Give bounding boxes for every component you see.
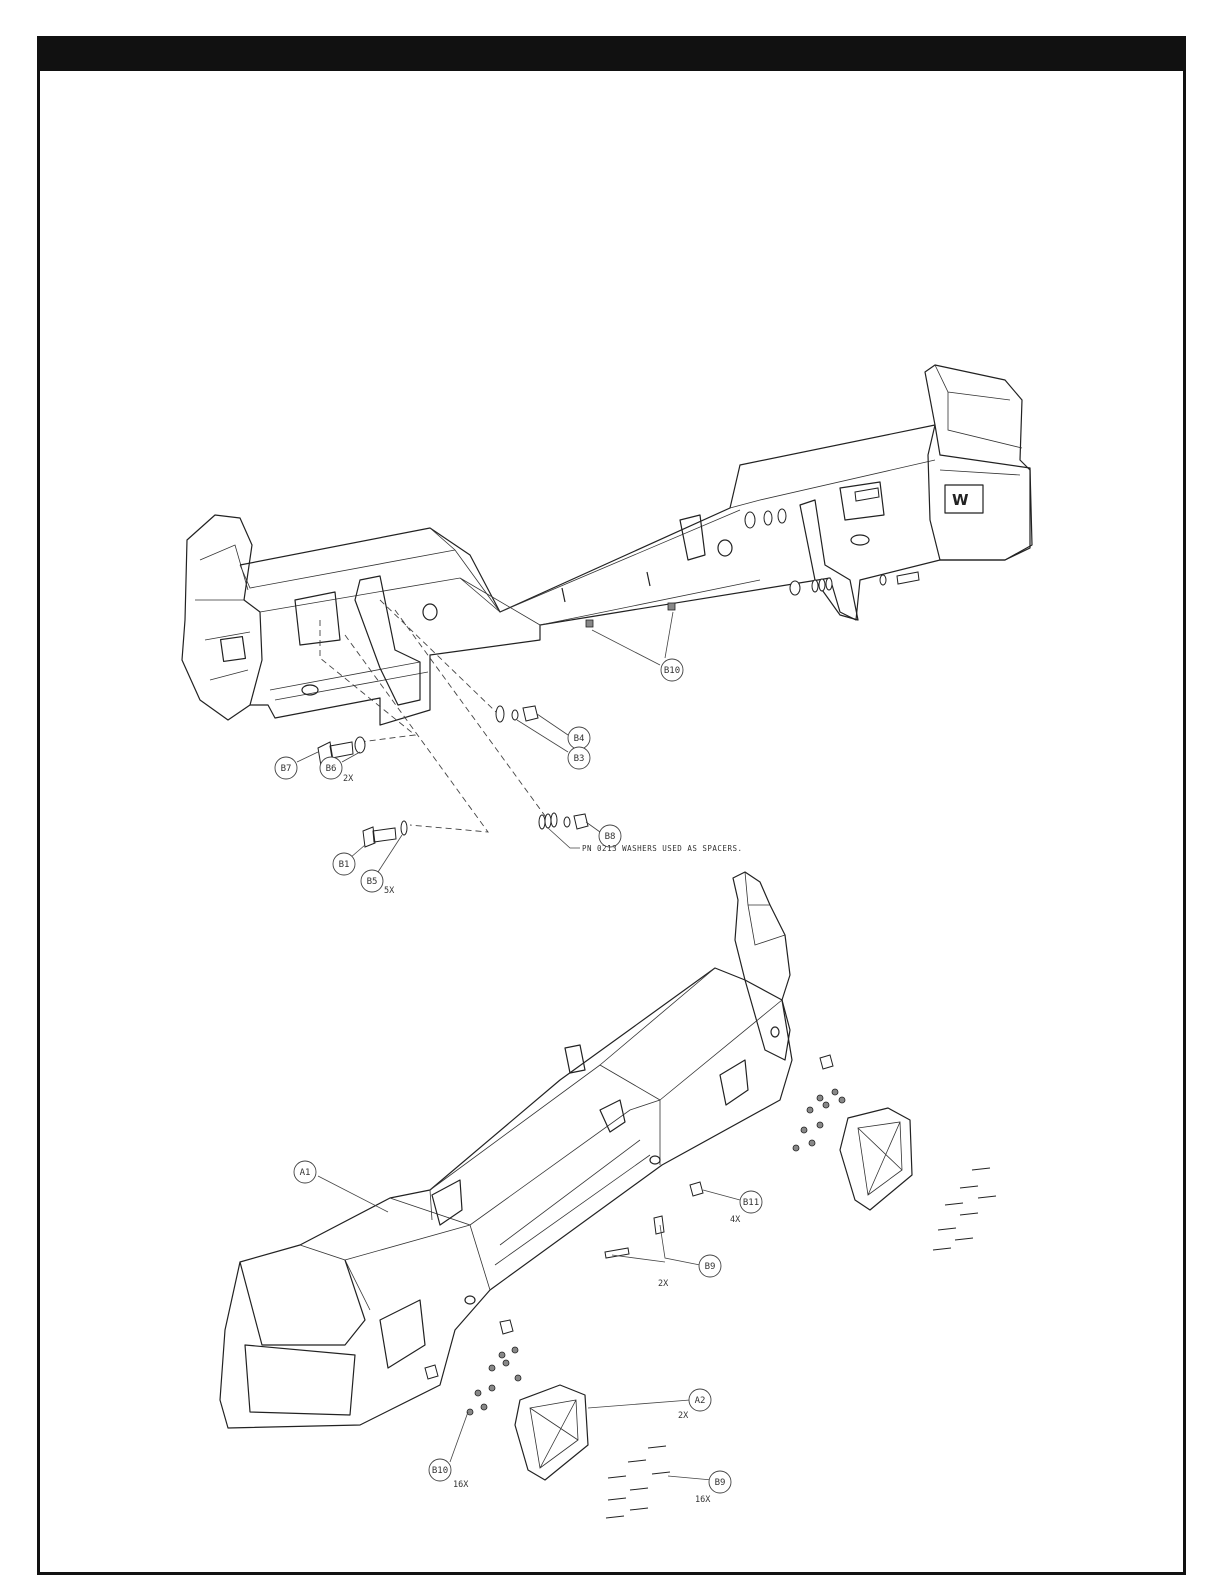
bottom-bumper-assembly: A1 B11 4X B9 2X A2 2X B10 16X B9 16X bbox=[220, 872, 996, 1518]
nut-b4 bbox=[523, 706, 538, 721]
top-bumper-assembly: W bbox=[182, 365, 1032, 896]
top-right-end-wing bbox=[925, 365, 1030, 560]
svg-text:2X: 2X bbox=[678, 1411, 689, 1421]
svg-text:B11: B11 bbox=[743, 1198, 759, 1208]
svg-text:B6: B6 bbox=[326, 764, 337, 774]
callout-b7: B7 bbox=[275, 757, 297, 779]
top-left-end-wing bbox=[182, 515, 262, 720]
svg-text:B4: B4 bbox=[574, 734, 585, 744]
svg-text:B9: B9 bbox=[705, 1262, 716, 1272]
callout-a1: A1 bbox=[294, 1161, 316, 1183]
bottom-left-winch-pocket bbox=[245, 1345, 355, 1415]
svg-text:16X: 16X bbox=[453, 1480, 469, 1490]
callout-b3: B3 bbox=[568, 747, 590, 769]
top-left-mount-bracket bbox=[355, 576, 420, 705]
svg-text:A2: A2 bbox=[695, 1396, 706, 1406]
callout-b11: B11 4X bbox=[730, 1191, 762, 1225]
callout-b9-lower: B9 16X bbox=[695, 1471, 731, 1505]
callout-b10-bottom: B10 16X bbox=[429, 1459, 469, 1490]
callout-a2: A2 2X bbox=[678, 1389, 711, 1421]
nut-b8 bbox=[574, 814, 588, 829]
svg-text:W: W bbox=[952, 491, 969, 509]
svg-text:B3: B3 bbox=[574, 754, 585, 764]
svg-text:B10: B10 bbox=[664, 666, 680, 676]
svg-text:B7: B7 bbox=[281, 764, 292, 774]
callout-b5: B5 5X bbox=[361, 870, 395, 896]
svg-text:B1: B1 bbox=[339, 860, 350, 870]
svg-text:B10: B10 bbox=[432, 1466, 448, 1476]
bottom-right-end-wing bbox=[733, 872, 790, 1060]
washer-b4-large bbox=[496, 706, 504, 722]
washer-b5 bbox=[401, 821, 407, 835]
svg-text:16X: 16X bbox=[695, 1495, 711, 1505]
top-right-mount-bracket bbox=[800, 500, 858, 620]
svg-text:2X: 2X bbox=[343, 774, 354, 784]
bolt-b1 bbox=[363, 827, 396, 847]
svg-text:5X: 5X bbox=[384, 886, 395, 896]
nut-b11 bbox=[690, 1182, 703, 1196]
callout-b9-upper: B9 2X bbox=[658, 1255, 721, 1289]
spacer-washers bbox=[539, 815, 545, 829]
lockwasher-b3 bbox=[512, 710, 518, 720]
callout-b6: B6 2X bbox=[320, 757, 354, 784]
svg-text:A1: A1 bbox=[300, 1168, 311, 1178]
svg-text:B9: B9 bbox=[715, 1478, 726, 1488]
bottom-main-beam bbox=[220, 968, 792, 1428]
left-mount-plate bbox=[515, 1385, 588, 1480]
callout-b10-top: B10 bbox=[661, 659, 683, 681]
svg-text:2X: 2X bbox=[658, 1279, 669, 1289]
callout-b1: B1 bbox=[333, 853, 355, 875]
washer-b6 bbox=[355, 737, 365, 753]
left-logo-plate bbox=[221, 637, 246, 662]
svg-text:B8: B8 bbox=[605, 832, 616, 842]
svg-text:B5: B5 bbox=[367, 877, 378, 887]
svg-text:4X: 4X bbox=[730, 1215, 741, 1225]
callout-b4: B4 bbox=[568, 727, 590, 749]
spacer-note: PN 0213 WASHERS USED AS SPACERS. bbox=[582, 844, 743, 853]
